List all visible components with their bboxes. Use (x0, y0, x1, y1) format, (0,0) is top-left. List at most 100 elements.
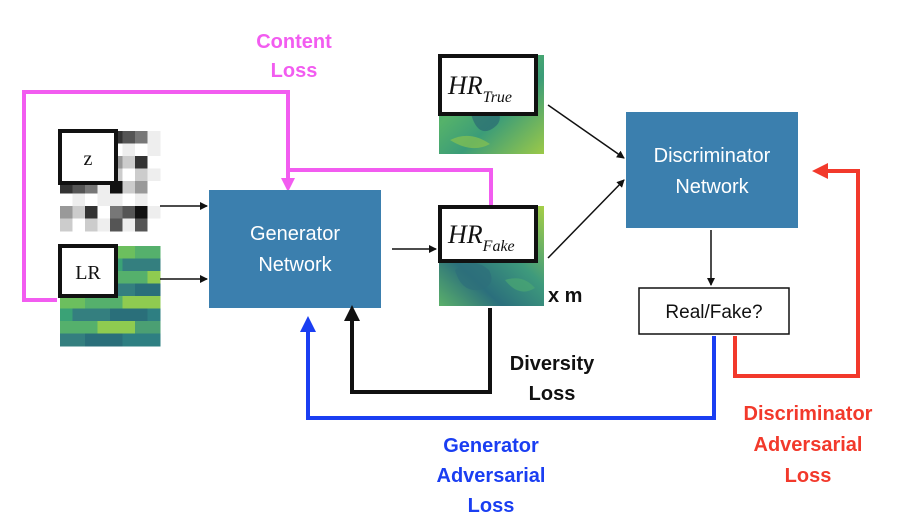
noise-z-label-box (58, 129, 118, 185)
noise-z-pixel (122, 206, 136, 219)
noise-z-pixel (135, 168, 148, 182)
lr-pixel (72, 321, 86, 334)
generator-adversarial-arrowhead (300, 316, 316, 332)
noise-z-pixel (135, 218, 148, 232)
noise-z-pixel (122, 156, 136, 169)
generator-network-label-line1: Generator (250, 223, 340, 245)
diversity-loss-label-line1: Diversity (510, 353, 595, 375)
noise-z-pixel (85, 218, 98, 232)
discriminator-adversarial-arrowhead (812, 163, 828, 179)
noise-z-pixel (110, 206, 123, 219)
discriminator-adversarial-loss-line1: Discriminator (744, 403, 873, 425)
diversity-loss-arrowhead (344, 305, 360, 321)
hr-true-label-box (438, 54, 538, 116)
noise-z-pixel (147, 168, 161, 182)
noise-z-pixel (122, 131, 136, 144)
noise-z-pixel (147, 206, 161, 219)
noise-z-pixel (147, 131, 161, 144)
lr-pixel (85, 308, 98, 322)
noise-z-pixel (122, 143, 136, 157)
lr-pixel (122, 246, 136, 259)
noise-z-pixel (147, 143, 161, 157)
noise-z-pixel (97, 218, 111, 232)
noise-z-pixel (122, 218, 136, 232)
discriminator-network-label-line1: Discriminator (654, 145, 771, 167)
noise-z-pixel (122, 168, 136, 182)
noise-z-pixel (60, 193, 73, 207)
hr-fake-label-box (438, 205, 538, 263)
content-loss-label-line2: Loss (271, 60, 318, 82)
lr-pixel (85, 333, 98, 347)
lr-pixel (60, 296, 73, 309)
lr-pixel (147, 246, 161, 259)
lr-label: LR (75, 262, 101, 284)
lr-label-box (58, 244, 118, 298)
diversity-loss-path (350, 308, 492, 394)
noise-z-pixel (72, 206, 86, 219)
noise-z-pixel (110, 218, 123, 232)
generator-network-block (209, 190, 381, 308)
discriminator-adversarial-loss-path (733, 169, 860, 378)
lr-pixel (60, 321, 73, 334)
lr-pixel (135, 296, 148, 309)
lr-pixel (97, 321, 111, 334)
lr-pixel (147, 271, 161, 284)
lr-pixel (72, 308, 86, 322)
lr-pixel (60, 333, 73, 347)
lr-pixel (135, 246, 148, 259)
noise-z-pixel (135, 206, 148, 219)
lr-pixel (122, 308, 136, 322)
lr-pixel (85, 321, 98, 334)
lr-pixel (135, 258, 148, 272)
noise-z-pixel (72, 218, 86, 232)
lr-pixel (147, 258, 161, 272)
real-fake-decision-label: Real/Fake? (665, 302, 762, 323)
noise-z-pixel (147, 156, 161, 169)
noise-z-pixel (110, 193, 123, 207)
discriminator-adversarial-loss-line3: Loss (785, 465, 832, 487)
lr-pixel (135, 283, 148, 297)
discriminator-adversarial-loss-line2: Adversarial (754, 434, 863, 456)
lr-pixel (72, 296, 86, 309)
lr-pixel (110, 296, 123, 309)
generator-adversarial-loss-line1: Generator (443, 435, 539, 457)
lr-pixel (147, 321, 161, 334)
content-loss-path (22, 90, 493, 302)
noise-z-pixel (135, 143, 148, 157)
lr-pixel (147, 296, 161, 309)
noise-z-pixel (97, 193, 111, 207)
noise-z-pixel (97, 206, 111, 219)
sample-multiplier-label: x m (548, 285, 582, 307)
lr-pixel (85, 296, 98, 309)
noise-z-pixel (60, 206, 73, 219)
generator-adversarial-loss-line2: Adversarial (437, 465, 546, 487)
content-loss-arrowhead (281, 178, 295, 192)
lr-pixel (97, 308, 111, 322)
generator-network-label-line2: Network (258, 254, 332, 276)
real-fake-decision-box (638, 287, 790, 335)
noise-z-pixel (135, 181, 148, 194)
lr-pixel (110, 333, 123, 347)
discriminator-network-label-line2: Network (675, 176, 749, 198)
lr-pixel (135, 333, 148, 347)
noise-z-pixel (60, 218, 73, 232)
noise-z-pixel (147, 218, 161, 232)
lr-pixel (122, 283, 136, 297)
lr-pixel (97, 333, 111, 347)
arrow-hr-true-to-discriminator (547, 104, 625, 159)
lr-pixel (122, 321, 136, 334)
hr-true-sub: True (483, 89, 512, 106)
lr-pixel (147, 308, 161, 322)
noise-z-pixel (135, 131, 148, 144)
generator-adversarial-loss-line3: Loss (468, 495, 515, 517)
noise-z-input (60, 131, 161, 232)
noise-z-pixel (72, 193, 86, 207)
content-loss-label-line1: Content (256, 31, 332, 53)
lr-pixel (122, 296, 136, 309)
generator-adversarial-loss-path (306, 330, 716, 420)
lr-pixel (72, 333, 86, 347)
lr-pixel (97, 296, 111, 309)
lr-pixel (110, 321, 123, 334)
noise-z-pixel (122, 193, 136, 207)
lr-pixel (135, 271, 148, 284)
